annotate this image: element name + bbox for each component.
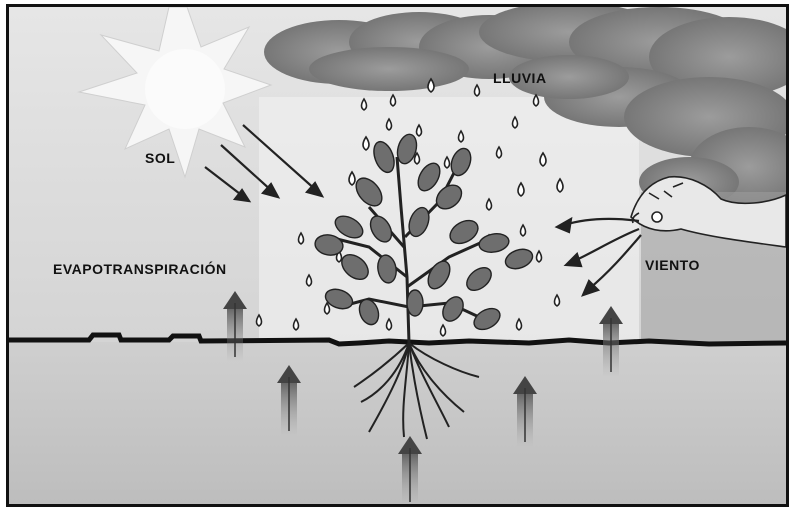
sun-label: SOL xyxy=(145,150,175,166)
rain-label: LLUVIA xyxy=(493,70,547,86)
evapotranspiration-label: EVAPOTRANSPIRACIÓN xyxy=(53,261,227,277)
water-cycle-scene xyxy=(9,7,786,504)
diagram-frame: SOL LLUVIA VIENTO EVAPOTRANSPIRACIÓN xyxy=(6,4,789,507)
wind-label: VIENTO xyxy=(645,257,700,273)
